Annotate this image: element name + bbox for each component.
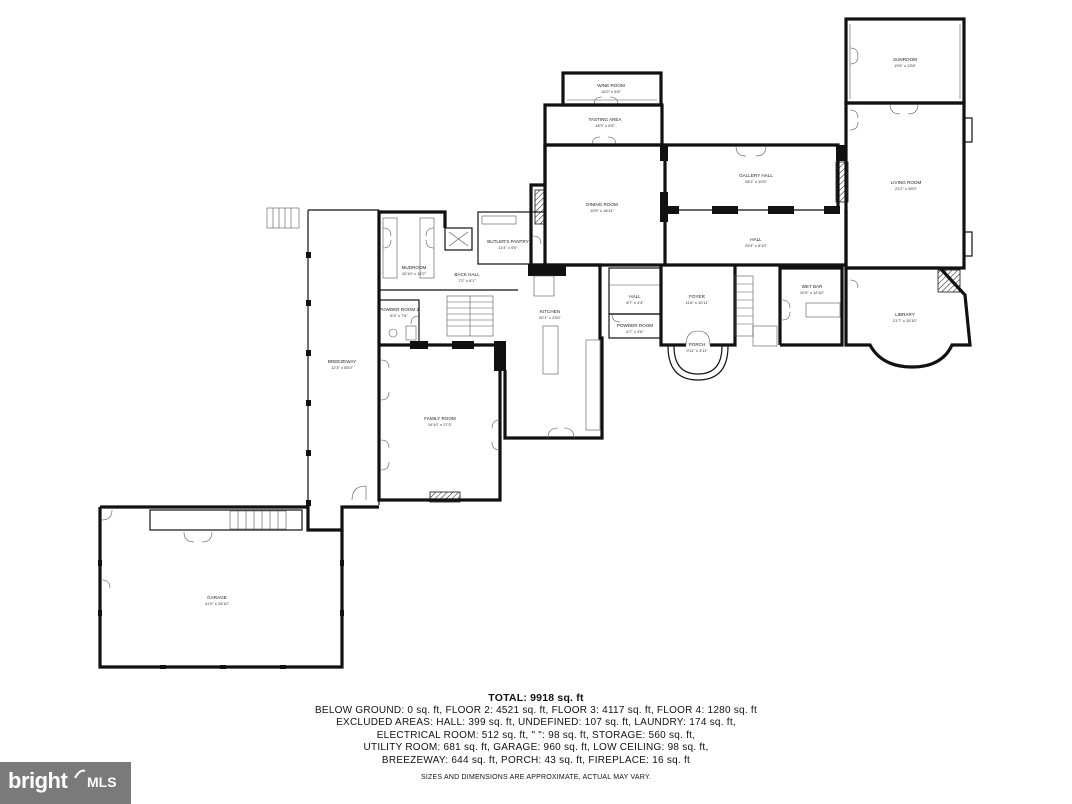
porch: PORCH 9'11" x 3'11"	[667, 342, 729, 381]
garage: GARAGE 41'0" x 26'10"	[98, 505, 379, 669]
powder-room-2: POWDER ROOM 2 6'3" x 7'6"	[378, 299, 420, 346]
kitchen: KITCHEN 20'1" x 23'0"	[503, 263, 604, 440]
mudroom-dim: 10'10" x 14'2"	[402, 271, 427, 276]
garage-name: GARAGE	[207, 595, 227, 600]
living-room: LIVING ROOM 21'2" x 28'0"	[844, 101, 973, 270]
porch-dim: 9'11" x 3'11"	[686, 348, 708, 353]
back-stairs	[446, 295, 494, 337]
sunroom-dim: 19'6" x 13'8"	[894, 63, 917, 68]
library-name: LIBRARY	[895, 312, 915, 317]
butlers-pantry: BUTLER'S PANTRY 11'4" x 9'0"	[477, 145, 547, 265]
foyer-dim: 11'6" x 10'11"	[685, 300, 709, 305]
foyer-name: FOYER	[689, 294, 706, 299]
powder-room-2-name: POWDER ROOM 2	[379, 307, 420, 312]
garage-dim: 41'0" x 26'10"	[205, 601, 230, 606]
dining-room-name: DINING ROOM	[586, 202, 618, 207]
logo-text: bright	[8, 768, 68, 793]
breezeway-name: BREEZEWAY	[328, 359, 356, 364]
floor-plan: SUNROOM 19'6" x 13'8" LIVING ROOM 21'2" …	[98, 17, 973, 669]
main-stairs	[734, 275, 778, 347]
living-room-dim: 21'2" x 28'0"	[895, 186, 918, 191]
hall-main: HALL 29'4" x 6'10"	[665, 210, 848, 267]
back-hall-name: BACK HALL	[454, 272, 480, 277]
breezeway-dim: 12'3" x 55'0"	[331, 365, 354, 370]
disclaimer: SIZES AND DIMENSIONS ARE APPROXIMATE, AC…	[421, 774, 651, 782]
butlers-pantry-dim: 11'4" x 9'0"	[498, 245, 518, 250]
foyer: FOYER 11'6" x 10'11"	[659, 265, 778, 347]
tasting-area-name: TASTING AREA	[588, 117, 622, 122]
summary-line-1: BELOW GROUND: 0 sq. ft, FLOOR 2: 4521 sq…	[315, 705, 757, 716]
area-summary: TOTAL: 9918 sq. ft BELOW GROUND: 0 sq. f…	[0, 692, 1072, 781]
swoosh-icon	[74, 769, 86, 779]
living-room-name: LIVING ROOM	[891, 180, 922, 185]
dining-room-dim: 19'5" x 18'11"	[590, 208, 614, 213]
butlers-pantry-name: BUTLER'S PANTRY	[487, 239, 529, 244]
hall-main-dim: 29'4" x 6'10"	[745, 243, 768, 248]
gallery-hall-name: GALLERY HALL	[739, 173, 773, 178]
hall-main-name: HALL	[750, 237, 762, 242]
family-room-name: FAMILY ROOM	[424, 416, 456, 421]
summary-line-5: BREEZEWAY: 644 sq. ft, PORCH: 43 sq. ft,…	[381, 754, 691, 766]
mudroom-name: MUDROOM	[402, 265, 427, 270]
porch-name: PORCH	[689, 342, 706, 347]
kitchen-dim: 20'1" x 23'0"	[539, 315, 562, 320]
back-hall: BACK HALL 7'2" x 6'1"	[444, 227, 518, 337]
exterior-steps	[266, 207, 300, 229]
summary-line-4: UTILITY ROOM: 681 sq. ft, GARAGE: 960 sq…	[363, 742, 709, 754]
family-room-dim: 19'10" x 27'3"	[428, 422, 453, 427]
back-hall-dim: 7'2" x 6'1"	[458, 278, 476, 283]
breezeway: BREEZEWAY 12'3" x 55'0"	[266, 207, 380, 506]
gallery-hall-dim: 28'2" x 10'5"	[745, 179, 768, 184]
powder-room-2-dim: 6'3" x 7'6"	[390, 313, 408, 318]
summary-line-3: ELECTRICAL ROOM: 512 sq. ft, " ": 98 sq.…	[376, 729, 696, 741]
wet-bar: WET BAR 10'9" x 12'10"	[778, 266, 844, 347]
summary-line-2: EXCLUDED AREAS: HALL: 399 sq. ft, UNDEFI…	[336, 717, 736, 729]
powder-room-dim: 6'7" x 4'6"	[626, 329, 644, 334]
hall-small-dim: 8'7" x 4'3"	[626, 300, 644, 305]
hall-small: HALL 8'7" x 4'3"	[608, 267, 662, 315]
dining-room: DINING ROOM 19'5" x 18'11"	[534, 143, 668, 267]
gallery-hall: GALLERY HALL 28'2" x 10'5"	[665, 143, 849, 214]
bright-mls-logo: bright MLS	[0, 762, 131, 804]
sunroom-name: SUNROOM	[893, 57, 917, 62]
powder-room-name: POWDER ROOM	[617, 323, 653, 328]
powder-room: POWDER ROOM 6'7" x 4'6"	[608, 313, 662, 339]
wine-room-dim: 16'2" x 5'6"	[601, 89, 621, 94]
sunroom: SUNROOM 19'6" x 13'8"	[844, 17, 966, 105]
tasting-area: TASTING AREA 18'3" x 6'5"	[543, 103, 664, 147]
hall-small-name: HALL	[629, 294, 641, 299]
wine-room-name: WINE ROOM	[597, 83, 625, 88]
tasting-area-dim: 18'3" x 6'5"	[595, 123, 615, 128]
mls-text: MLS	[87, 774, 117, 790]
kitchen-name: KITCHEN	[540, 309, 560, 314]
total-area: TOTAL: 9918 sq. ft	[488, 692, 584, 704]
library-dim: 21'7" x 15'10"	[893, 318, 918, 323]
mudroom: MUDROOM 10'10" x 14'2"	[377, 210, 447, 345]
family-room: FAMILY ROOM 19'10" x 27'3"	[351, 341, 506, 503]
library: LIBRARY 21'7" x 15'10"	[844, 266, 972, 369]
wine-room: WINE ROOM 16'2" x 5'6"	[561, 71, 663, 107]
garage-stairs	[229, 510, 287, 530]
wet-bar-name: WET BAR	[802, 284, 824, 289]
wet-bar-dim: 10'9" x 12'10"	[800, 290, 825, 295]
